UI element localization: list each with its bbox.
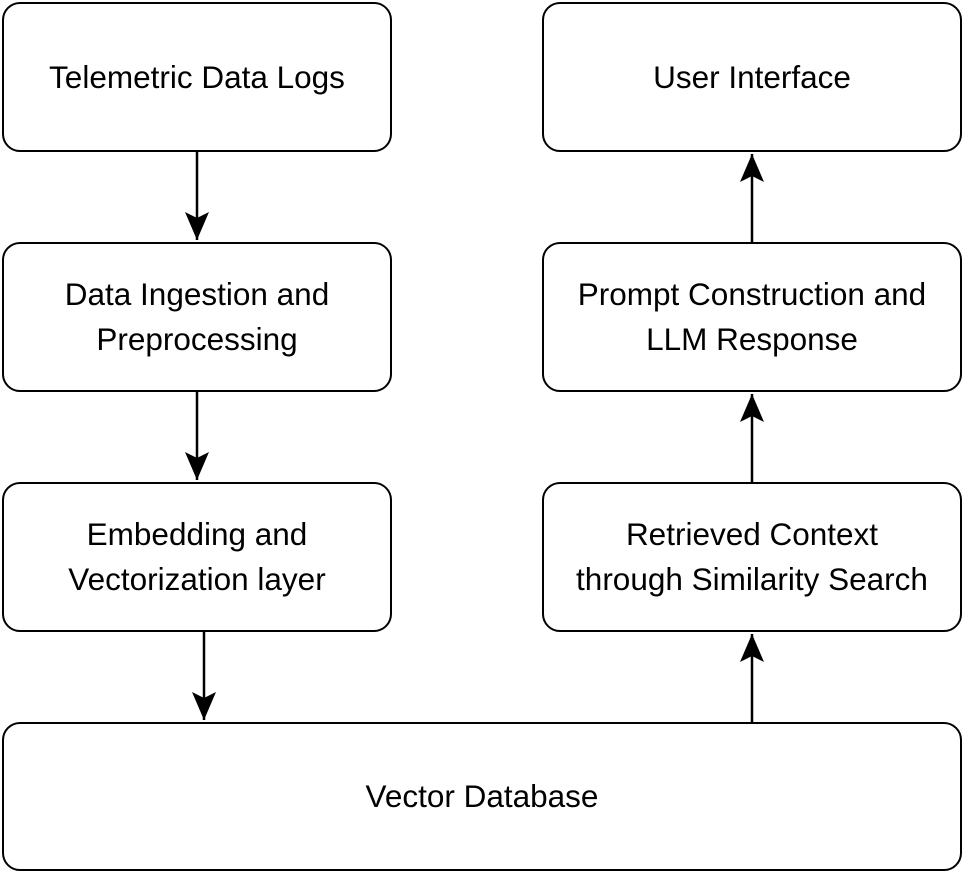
arrowhead-icon (740, 634, 764, 662)
node-embedding-vectorization: Embedding and Vectorization layer (2, 482, 392, 632)
arrowhead-icon (740, 154, 764, 182)
node-label: User Interface (653, 58, 851, 95)
edge-vectordb-to-retrieved (740, 634, 764, 722)
edge-prompt-to-ui (740, 154, 764, 242)
arrowhead-icon (185, 212, 209, 240)
node-retrieved-context: Retrieved Context through Similarity Sea… (542, 482, 962, 632)
edge-retrieved-to-prompt (740, 394, 764, 482)
arrowhead-icon (185, 452, 209, 480)
node-label: Embedding and Vectorization layer (68, 516, 326, 597)
node-prompt-construction: Prompt Construction and LLM Response (542, 242, 962, 392)
node-label: Retrieved Context through Similarity Sea… (576, 516, 928, 597)
edge-ingestion-to-embedding (185, 392, 209, 480)
edge-embedding-to-vectordb (192, 632, 216, 720)
node-label: Data Ingestion and Preprocessing (64, 276, 330, 357)
node-label: Prompt Construction and LLM Response (577, 276, 927, 357)
node-user-interface: User Interface (542, 2, 962, 152)
arrowhead-icon (740, 394, 764, 422)
edge-telemetric-to-ingestion (185, 152, 209, 240)
node-label: Vector Database (365, 778, 599, 814)
node-telemetric-data-logs: Telemetric Data Logs (2, 2, 392, 152)
node-data-ingestion: Data Ingestion and Preprocessing (2, 242, 392, 392)
arrowhead-icon (192, 692, 216, 720)
node-vector-database: Vector Database (2, 722, 962, 871)
node-label: Telemetric Data Logs (49, 58, 345, 95)
